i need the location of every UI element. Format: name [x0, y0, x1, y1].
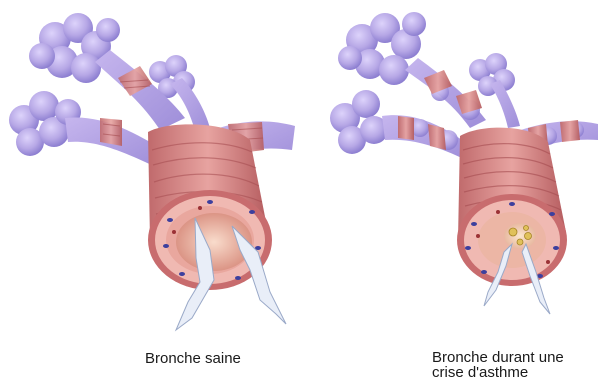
- asthma-bronchus: [330, 12, 598, 314]
- alveoli-cluster-top: [29, 13, 120, 83]
- caption-asthma-bronchus: Bronche durant une crise d'asthme: [432, 350, 564, 380]
- caption-asthma-line-2: crise d'asthme: [432, 365, 564, 380]
- healthy-bronchus: [9, 13, 295, 330]
- alveoli-cluster-left-asthma: [330, 90, 388, 154]
- caption-healthy-bronchus: Bronche saine: [145, 351, 241, 366]
- alveoli-cluster-right-small-asthma: [469, 53, 515, 96]
- caption-asthma-line-1: Bronche durant une: [432, 350, 564, 365]
